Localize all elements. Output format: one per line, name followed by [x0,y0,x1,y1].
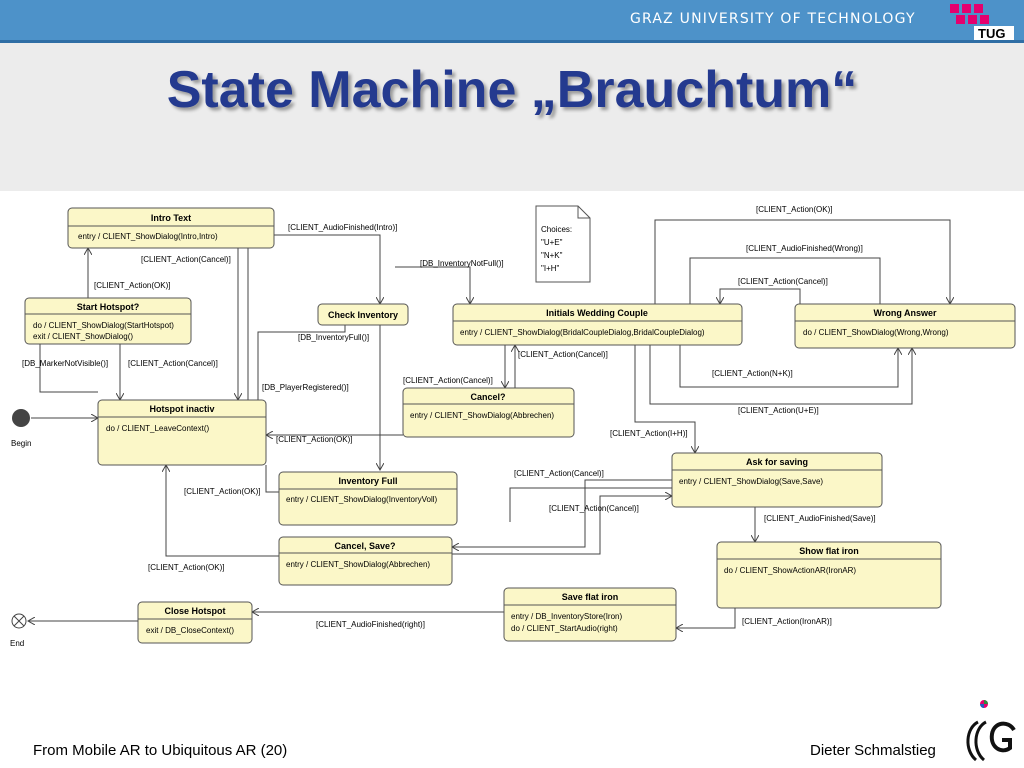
transition-label: [CLIENT_AudioFinished(right)] [316,620,425,629]
state-name: Close Hotspot [164,606,225,616]
state-action: do / CLIENT_ShowActionAR(IronAR) [724,566,856,575]
state-action: entry / CLIENT_ShowDialog(Abbrechen) [286,560,430,569]
state-action: entry / CLIENT_ShowDialog(Save,Save) [679,477,823,486]
state-name: Wrong Answer [873,308,937,318]
state-inventory-full: Inventory Full entry / CLIENT_ShowDialog… [278,471,458,526]
institute-logo [966,700,1016,762]
state-action: entry / CLIENT_ShowDialog(InventoryVoll) [286,495,438,504]
state-name: Save flat iron [562,592,619,602]
state-check-inventory: Check Inventory [317,303,409,326]
transition-label: [CLIENT_Action(N+K)] [712,369,793,378]
state-intro-text: Intro Text entry / CLIENT_ShowDialog(Int… [67,207,275,249]
state-close-hotspot: Close Hotspot exit / DB_CloseContext() [137,601,253,644]
state-action: do / CLIENT_StartAudio(right) [511,624,618,633]
state-cancel-save: Cancel, Save? entry / CLIENT_ShowDialog(… [278,536,453,586]
transition-label: [CLIENT_Action(OK)] [756,205,832,214]
begin-label: Begin [11,439,31,448]
state-name: Inventory Full [338,476,397,486]
transition-label: [DB_InventoryNotFull()] [420,259,504,268]
state-initials-wedding-couple: Initials Wedding Couple entry / CLIENT_S… [452,303,743,346]
transition-label: [DB_InventoryFull()] [298,333,369,342]
transition-label: [CLIENT_Action(Cancel)] [403,376,493,385]
footer-source: From Mobile AR to Ubiquitous AR (20) [33,742,288,759]
state-action: do / CLIENT_ShowDialog(StartHotspot) [33,321,174,330]
transition-label: [CLIENT_Action(IronAR)] [742,617,832,626]
transition-label: [CLIENT_AudioFinished(Intro)] [288,223,397,232]
state-name: Hotspot inactiv [149,404,214,414]
tug-logo: TUG [950,4,1014,40]
transition-label: [CLIENT_Action(U+E)] [738,406,819,415]
note-line: Choices: [541,225,572,234]
state-name: Intro Text [151,213,191,223]
state-action: exit / CLIENT_ShowDialog() [33,332,133,341]
end-label: End [10,639,24,648]
transition-label: [CLIENT_Action(Cancel)] [141,255,231,264]
slide-title: State Machine „Brauchtum“ [166,61,858,119]
header-bar: GRAZ UNIVERSITY OF TECHNOLOGY TUG [0,0,1024,43]
note-line: "N+K" [541,251,563,260]
state-start-hotspot: Start Hotspot? do / CLIENT_ShowDialog(St… [24,297,192,345]
state-name: Cancel, Save? [334,541,395,551]
transition-label: [CLIENT_Action(OK)] [184,487,260,496]
state-hotspot-inactiv: Hotspot inactiv do / CLIENT_LeaveContext… [97,399,267,466]
state-action: do / CLIENT_LeaveContext() [106,424,209,433]
university-name: GRAZ UNIVERSITY OF TECHNOLOGY [630,11,916,27]
transition-label: [DB_MarkerNotVisible()] [22,359,108,368]
state-name: Ask for saving [746,457,808,467]
state-action: do / CLIENT_ShowDialog(Wrong,Wrong) [803,328,949,337]
transition-label: [CLIENT_Action(Cancel)] [738,277,828,286]
choices-note: Choices: "U+E" "N+K" "I+H" [535,205,591,283]
state-ask-for-saving: Ask for saving entry / CLIENT_ShowDialog… [671,452,883,508]
state-action: exit / DB_CloseContext() [146,626,234,635]
state-show-flat-iron: Show flat iron do / CLIENT_ShowActionAR(… [716,541,942,609]
state-action: entry / DB_InventoryStore(Iron) [511,612,622,621]
state-action: entry / CLIENT_ShowDialog(Abbrechen) [410,411,554,420]
state-wrong-answer: Wrong Answer do / CLIENT_ShowDialog(Wron… [794,303,1016,349]
transition-label: [DB_PlayerRegistered()] [262,383,349,392]
transition-lines [28,219,950,628]
transition-labels: [CLIENT_AudioFinished(Intro)] [CLIENT_Ac… [22,205,876,629]
transition-label: [CLIENT_AudioFinished(Save)] [764,514,876,523]
final-state-node [11,613,27,629]
transition-label: [CLIENT_Action(Cancel)] [549,504,639,513]
state-name: Start Hotspot? [77,302,140,312]
state-cancel: Cancel? entry / CLIENT_ShowDialog(Abbrec… [402,387,575,438]
title-band [0,43,1024,191]
transition-label: [CLIENT_Action(I+H)] [610,429,688,438]
transition-label: [CLIENT_AudioFinished(Wrong)] [746,244,863,253]
transition-label: [CLIENT_Action(Cancel)] [518,350,608,359]
state-name: Initials Wedding Couple [546,308,648,318]
transition-label: [CLIENT_Action(OK)] [148,563,224,572]
logo-text: TUG [978,26,1005,40]
state-action: entry / CLIENT_ShowDialog(Intro,Intro) [78,232,218,241]
transition-label: [CLIENT_Action(OK)] [276,435,352,444]
state-name: Show flat iron [799,546,859,556]
transition-label: [CLIENT_Action(OK)] [94,281,170,290]
state-machine-diagram: [CLIENT_AudioFinished(Intro)] [CLIENT_Ac… [10,205,1016,648]
transition-label: [CLIENT_Action(Cancel)] [128,359,218,368]
initial-state-node [12,409,30,427]
state-save-flat-iron: Save flat iron entry / DB_InventoryStore… [503,587,677,642]
state-action: entry / CLIENT_ShowDialog(BridalCoupleDi… [460,328,705,337]
footer-author: Dieter Schmalstieg [810,742,936,759]
note-line: "U+E" [541,238,563,247]
note-line: "I+H" [541,264,560,273]
state-name: Check Inventory [328,310,398,320]
state-name: Cancel? [470,392,505,402]
transition-label: [CLIENT_Action(Cancel)] [514,469,604,478]
